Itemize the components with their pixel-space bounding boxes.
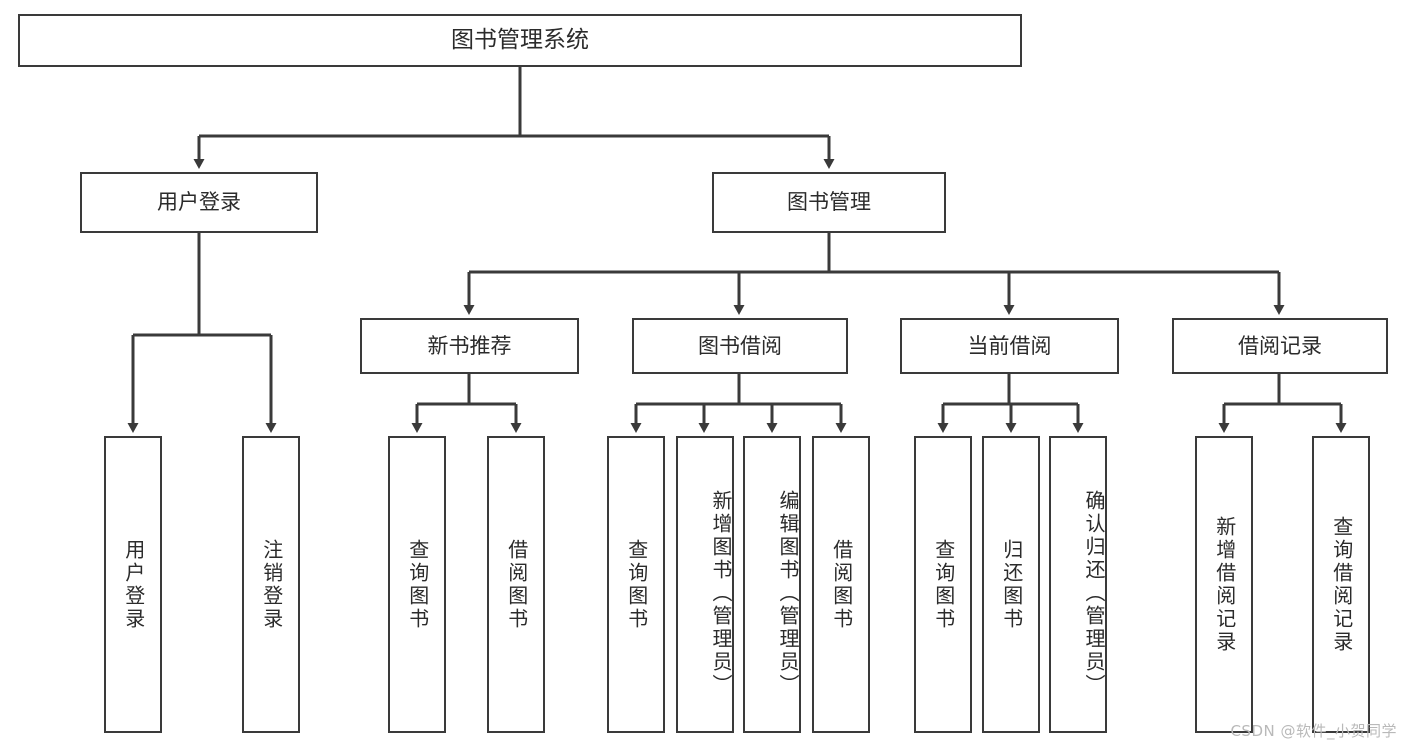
node-leaf-add-book[interactable]: 新增图书（管理员） <box>676 436 734 733</box>
node-current-borrow[interactable]: 当前借阅 <box>900 318 1119 374</box>
node-root[interactable]: 图书管理系统 <box>18 14 1022 67</box>
node-leaf-query-book-1[interactable]: 查询图书 <box>388 436 446 733</box>
node-leaf-add-record[interactable]: 新增借阅记录 <box>1195 436 1253 733</box>
node-leaf-return-book[interactable]: 归还图书 <box>982 436 1040 733</box>
node-leaf-user-login[interactable]: 用户登录 <box>104 436 162 733</box>
node-leaf-confirm-return[interactable]: 确认归还（管理员） <box>1049 436 1107 733</box>
node-leaf-query-book-3[interactable]: 查询图书 <box>914 436 972 733</box>
node-leaf-query-book-2[interactable]: 查询图书 <box>607 436 665 733</box>
node-new-book-recommend[interactable]: 新书推荐 <box>360 318 579 374</box>
node-book-management[interactable]: 图书管理 <box>712 172 946 233</box>
node-leaf-query-record[interactable]: 查询借阅记录 <box>1312 436 1370 733</box>
node-book-borrow[interactable]: 图书借阅 <box>632 318 848 374</box>
node-borrow-record[interactable]: 借阅记录 <box>1172 318 1388 374</box>
node-leaf-edit-book[interactable]: 编辑图书（管理员） <box>743 436 801 733</box>
node-leaf-logout-login[interactable]: 注销登录 <box>242 436 300 733</box>
node-leaf-borrow-book-2[interactable]: 借阅图书 <box>812 436 870 733</box>
csdn-watermark: CSDN @软件_小贺同学 <box>1230 722 1397 740</box>
node-user-login[interactable]: 用户登录 <box>80 172 318 233</box>
node-leaf-borrow-book-1[interactable]: 借阅图书 <box>487 436 545 733</box>
